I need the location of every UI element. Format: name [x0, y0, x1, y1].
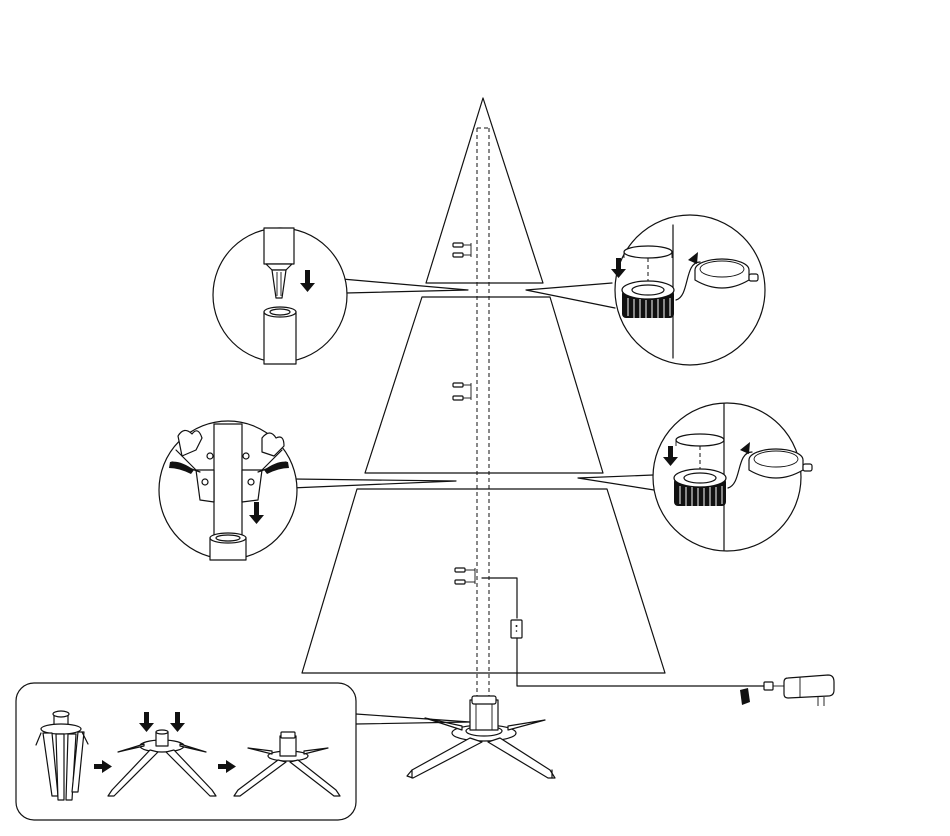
plug-connector-icon [455, 568, 475, 584]
callout-branch-hinge-middle [159, 421, 456, 560]
power-adapter-icon [740, 675, 834, 706]
inline-switch [511, 620, 522, 638]
callout-stand-assembly [16, 683, 470, 820]
center-pole [477, 128, 489, 700]
plug-connector-icon [453, 243, 471, 257]
plug-connector-icon [453, 383, 471, 400]
callout-pole-join-top [213, 228, 468, 364]
callout-connector-middle [578, 403, 812, 551]
tree-top-section [426, 98, 543, 283]
tree-bottom-section [302, 489, 665, 673]
power-cord [482, 578, 765, 686]
callout-connector-top [526, 215, 765, 365]
tree-middle-section [365, 297, 603, 473]
tree-stand [407, 696, 555, 778]
